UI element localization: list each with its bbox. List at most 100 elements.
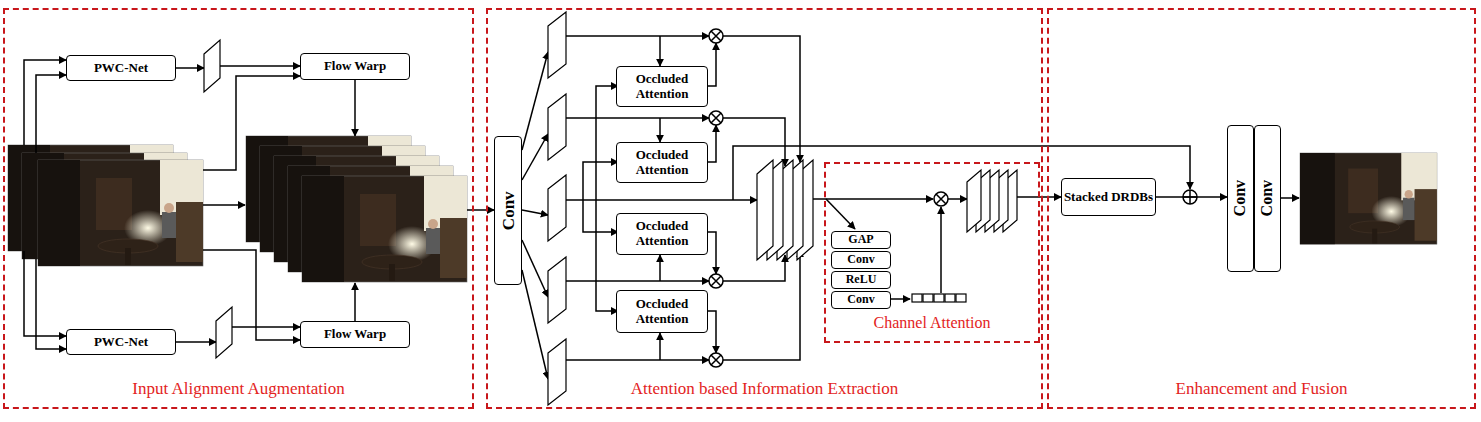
arrow-connector <box>1156 196 1227 198</box>
feature-map <box>757 160 773 260</box>
feature-map <box>967 170 981 232</box>
frame-image <box>302 176 467 282</box>
box-label: ReLU <box>846 273 877 287</box>
region-label: Input Alignment Augmentation <box>132 379 344 399</box>
box-label: GAP <box>848 233 873 247</box>
arrow-line <box>522 270 548 379</box>
vector-cell <box>945 294 955 302</box>
arrow-line <box>354 283 356 321</box>
arrow-line <box>583 200 618 232</box>
process-box: Conv <box>831 291 891 309</box>
arrow-line <box>659 36 661 66</box>
dashed-region: Attention based Information Extraction Co… <box>486 8 1043 409</box>
feature-map <box>548 175 566 241</box>
arrow-line <box>566 35 709 37</box>
arrow-line <box>354 80 356 136</box>
feature-map <box>548 257 566 323</box>
arrow-line <box>203 76 300 170</box>
region-label: Channel Attention <box>874 314 991 332</box>
feature-map <box>548 12 566 78</box>
feature-map <box>204 40 220 92</box>
box-label: Conv <box>498 191 518 230</box>
multiply-symbol <box>709 29 723 43</box>
process-box: Occluded Attention <box>616 66 708 107</box>
arrow-line <box>891 298 910 300</box>
vector-cell <box>912 294 922 302</box>
box-label: Flow Warp <box>324 327 386 342</box>
arrow-line <box>723 255 785 281</box>
box-label: Occluded Attention <box>617 148 707 178</box>
arrow-line <box>467 209 494 211</box>
region-label: Enhancement and Fusion <box>1176 379 1348 399</box>
arrow-line <box>176 67 204 69</box>
box-label: Occluded Attention <box>617 219 707 249</box>
multiply-symbol <box>709 353 723 367</box>
box-label: Flow Warp <box>324 59 386 74</box>
box-label: Occluded Attention <box>617 297 707 327</box>
arrow-line <box>522 134 548 180</box>
arrow-line <box>232 326 300 328</box>
arrow-line <box>596 200 618 311</box>
box-label: Conv <box>1231 180 1249 216</box>
arrow-line <box>596 86 618 200</box>
output-image <box>1300 153 1437 244</box>
process-box: PWC-Net <box>66 55 176 81</box>
arrow-line <box>659 255 661 281</box>
box-label: Occluded Attention <box>617 72 707 102</box>
arrow-line <box>566 199 757 201</box>
process-box: Flow Warp <box>300 53 410 80</box>
arrow-line <box>36 259 66 349</box>
arrow-line <box>723 250 800 360</box>
box-label: PWC-Net <box>94 61 148 76</box>
arrow-line <box>940 207 942 293</box>
arrow-line <box>36 75 66 153</box>
process-box: Conv <box>1227 125 1254 272</box>
arrow-line <box>522 52 548 150</box>
vector-cell <box>923 294 933 302</box>
process-box: Occluded Attention <box>616 290 708 333</box>
process-box: Conv <box>1254 125 1281 272</box>
feature-map <box>216 307 232 358</box>
arrow-line <box>723 36 800 162</box>
region-label: Attention based Information Extraction <box>631 379 899 399</box>
dashed-region: Input Alignment AugmentationPWC-NetFlow … <box>3 8 474 409</box>
arrow-line <box>566 280 709 282</box>
arrow-line <box>566 359 709 361</box>
arrow-line <box>203 204 245 206</box>
arrow-line <box>24 60 66 145</box>
arrow-line <box>24 251 66 336</box>
arrow-line <box>522 210 548 215</box>
process-box: Occluded Attention <box>616 142 708 183</box>
arrow-line <box>566 117 709 119</box>
feature-map <box>548 94 566 160</box>
box-label: Conv <box>847 293 874 307</box>
multiply-symbol <box>709 274 723 288</box>
process-box: Conv <box>494 136 522 285</box>
multiply-symbol <box>709 111 723 125</box>
box-label: Conv <box>847 253 874 267</box>
process-box: Occluded Attention <box>616 213 708 255</box>
arrow-line <box>826 199 855 229</box>
frame-image <box>38 160 203 266</box>
feature-map <box>548 339 566 405</box>
arrow-line <box>813 198 933 200</box>
dashed-region: Channel AttentionGAPConvReLUConv <box>824 162 1040 343</box>
process-box: Conv <box>831 251 891 269</box>
vector-cell <box>934 294 944 302</box>
process-box: Flow Warp <box>300 321 410 348</box>
process-box: Stacked DRDBs <box>1061 178 1156 216</box>
process-box: PWC-Net <box>66 329 176 355</box>
arrow-line <box>659 333 661 360</box>
dashed-region: Enhancement and Fusion Stacked DRDBs Conv C… <box>1047 8 1476 409</box>
process-box: ReLU <box>831 271 891 289</box>
arrow-line <box>220 65 300 67</box>
arrow-line <box>176 341 216 343</box>
box-label: Conv <box>1258 180 1276 216</box>
multiply-symbol <box>934 192 948 206</box>
box-label: PWC-Net <box>94 335 148 350</box>
vector-cell <box>956 294 966 302</box>
box-label: Stacked DRDBs <box>1064 190 1153 205</box>
arrow-line <box>583 162 618 200</box>
arrow-line <box>948 198 967 200</box>
